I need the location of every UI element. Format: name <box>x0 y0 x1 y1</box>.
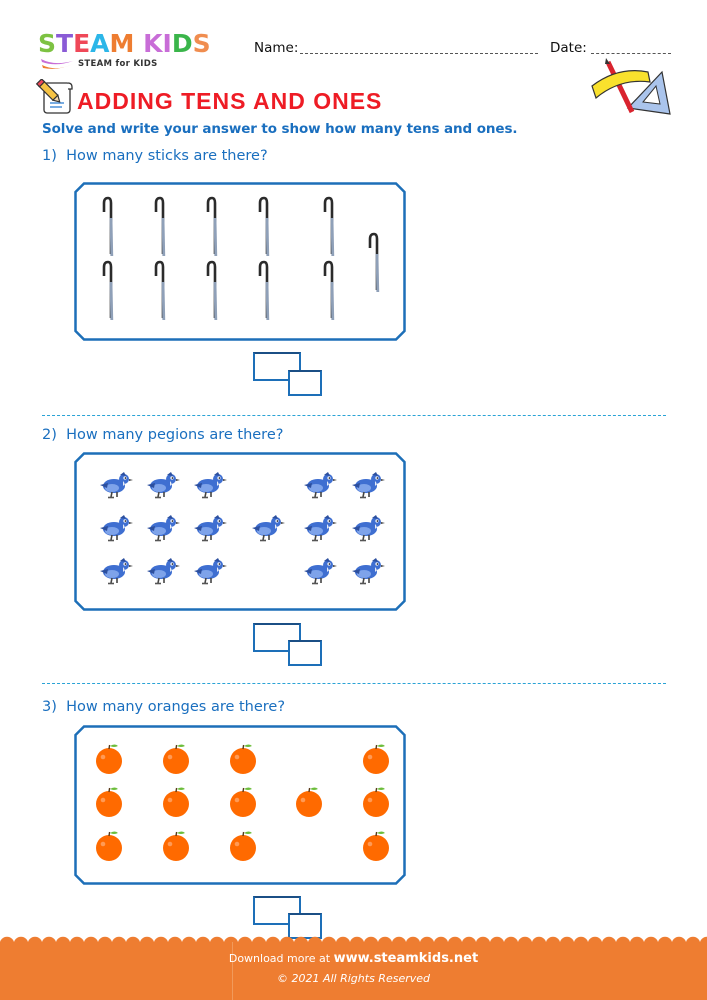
footer: Download more at www.steamkids.net © 202… <box>0 936 707 1000</box>
page-title: ADDING TENS AND ONES <box>77 88 383 114</box>
logo-swoosh-icon <box>41 59 73 69</box>
section-divider <box>42 415 666 416</box>
website-link[interactable]: www.steamkids.net <box>333 951 479 966</box>
question-text: How many pegions are there? <box>66 427 284 443</box>
question-1: 1) How many sticks are there? <box>42 148 268 164</box>
logo-letter: K <box>143 29 163 58</box>
question-number: 2) <box>42 427 57 443</box>
question-3: 3) How many oranges are there? <box>42 699 285 715</box>
pencil-paper-icon <box>35 79 73 114</box>
instruction-text: Solve and write your answer to show how … <box>42 121 518 137</box>
footer-download: Download more at www.steamkids.net <box>0 951 707 966</box>
birds-frame <box>74 452 406 611</box>
steam-kids-logo: STEAM KIDS STEAM for KIDS <box>38 30 238 74</box>
question-number: 3) <box>42 699 57 715</box>
logo-letter: E <box>73 29 91 58</box>
ruler-set-square-icon <box>591 58 671 115</box>
logo-letter: I <box>162 29 172 58</box>
name-input-line[interactable] <box>300 53 538 54</box>
question-2: 2) How many pegions are there? <box>42 427 283 443</box>
logo-letter: D <box>171 29 193 58</box>
download-prefix: Download more at <box>228 952 331 965</box>
copyright-text: © 2021 All Rights Reserved <box>276 972 430 985</box>
ones-answer-box-2[interactable] <box>288 640 322 666</box>
logo-wordmark: STEAM KIDS <box>38 30 211 58</box>
date-input-line[interactable] <box>591 53 671 54</box>
logo-letter: S <box>192 29 211 58</box>
oranges-frame <box>74 725 406 885</box>
sticks-frame <box>74 182 406 341</box>
footer-divider <box>232 942 233 1000</box>
ones-answer-box-1[interactable] <box>288 370 322 396</box>
question-number: 1) <box>42 148 57 164</box>
name-label: Name: <box>254 40 299 56</box>
question-text: How many sticks are there? <box>66 148 268 164</box>
logo-letter <box>134 30 143 58</box>
logo-subtitle: STEAM for KIDS <box>78 59 158 69</box>
section-divider <box>42 683 666 684</box>
question-text: How many oranges are there? <box>66 699 286 715</box>
date-label: Date: <box>550 40 587 56</box>
logo-letter: A <box>90 29 110 58</box>
logo-letter: M <box>109 29 135 58</box>
logo-letter: T <box>56 29 74 58</box>
logo-letter: S <box>38 29 57 58</box>
footer-scallop-edge <box>0 936 707 944</box>
